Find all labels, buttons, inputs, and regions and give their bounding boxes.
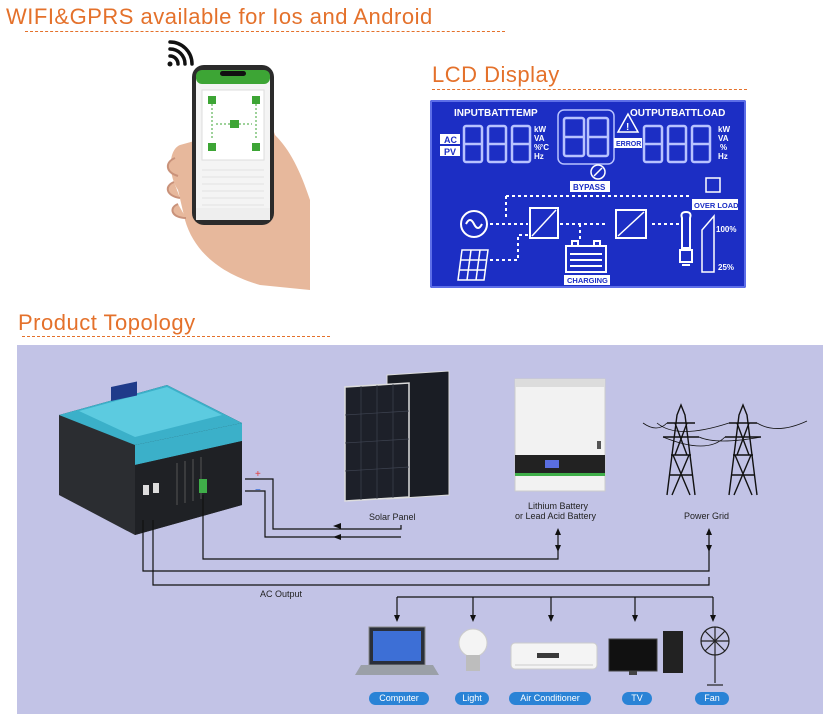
air-conditioner-image bbox=[510, 642, 598, 670]
tv-image bbox=[608, 631, 683, 675]
battery-label-line2: or Lead Acid Battery bbox=[515, 511, 597, 521]
computer-label: Computer bbox=[369, 692, 429, 705]
lcd-input-label: INPUTBATTTEMP bbox=[454, 108, 538, 119]
solar-panel-lcd-icon bbox=[457, 249, 489, 281]
lcd-inverter-1-icon bbox=[529, 207, 559, 239]
ac-source-icon bbox=[460, 210, 488, 238]
battery-label-line1: Lithium Battery bbox=[528, 501, 589, 511]
lcd-left-digits bbox=[462, 124, 532, 164]
lcd-unit-right-kw: kW bbox=[718, 125, 730, 134]
light-label: Light bbox=[455, 692, 489, 705]
air-conditioner-label: Air Conditioner bbox=[509, 692, 591, 705]
wifi-heading-underline bbox=[25, 31, 505, 32]
topology-diagram: + − bbox=[17, 345, 823, 714]
lcd-ac-label: AC bbox=[444, 135, 457, 145]
plus-sign: + bbox=[255, 469, 261, 480]
solar-panel-label: Solar Panel bbox=[369, 512, 416, 522]
warning-icon bbox=[616, 112, 640, 133]
fan-label: Fan bbox=[695, 692, 729, 705]
lcd-error-label: ERROR bbox=[616, 141, 641, 148]
lcd-unit-left-kw: kW bbox=[534, 125, 546, 134]
lcd-unit-left-deg: °C bbox=[540, 143, 549, 152]
svg-text:!: ! bbox=[626, 122, 629, 133]
ac-output-label: AC Output bbox=[260, 589, 303, 599]
computer-image bbox=[355, 626, 439, 675]
wifi-heading: WIFI&GPRS available for Ios and Android bbox=[6, 4, 433, 29]
lcd-heading-underline bbox=[432, 89, 747, 90]
lcd-pv-label: PV bbox=[444, 147, 456, 157]
wifi-icon bbox=[167, 40, 194, 67]
inverter-image bbox=[59, 381, 242, 535]
phone-in-hand-image bbox=[150, 40, 310, 290]
lcd-unit-right-pct: % bbox=[720, 143, 727, 152]
lcd-display-graphic: INPUTBATTTEMP OUTPUTBATTLOAD AC PV kW VA… bbox=[430, 100, 746, 288]
battery-image bbox=[514, 378, 606, 492]
fan-image bbox=[700, 626, 730, 686]
lcd-bulb-icon bbox=[679, 210, 693, 266]
lcd-unit-left-va: VA bbox=[534, 134, 545, 143]
lcd-center-digits bbox=[562, 116, 610, 158]
lcd-charging-label: CHARGING bbox=[567, 276, 608, 285]
wiring-arrows bbox=[333, 523, 716, 622]
power-grid-label: Power Grid bbox=[684, 511, 729, 521]
light-bulb-image bbox=[458, 628, 488, 671]
topology-heading: Product Topology bbox=[18, 310, 196, 335]
lcd-battery-icon bbox=[565, 240, 607, 273]
lcd-unit-left-pct: % bbox=[534, 143, 541, 152]
lcd-heading: LCD Display bbox=[432, 62, 560, 87]
topology-heading-underline bbox=[22, 336, 330, 337]
lcd-unit-left-hz: Hz bbox=[534, 152, 544, 161]
power-grid-image bbox=[642, 403, 808, 496]
lcd-bypass-label: BYPASS bbox=[573, 183, 606, 192]
load-level-bar bbox=[701, 213, 715, 273]
wrench-icon bbox=[590, 164, 606, 180]
mute-icon bbox=[705, 177, 721, 193]
lcd-inverter-2-icon bbox=[615, 209, 647, 239]
lcd-pct-low: 25% bbox=[718, 263, 734, 272]
lcd-overload-label: OVER LOAD bbox=[694, 201, 739, 210]
tv-label: TV bbox=[622, 692, 652, 705]
topology-graphic: + − bbox=[59, 370, 808, 686]
lcd-output-label: OUTPUTBATTLOAD bbox=[630, 108, 725, 119]
lcd-pct-high: 100% bbox=[716, 225, 736, 234]
phone-illustration bbox=[166, 40, 310, 290]
lcd-unit-right-hz: Hz bbox=[718, 152, 728, 161]
lcd-display-panel: INPUTBATTTEMP OUTPUTBATTLOAD AC PV kW VA… bbox=[430, 100, 746, 288]
solar-panel-image bbox=[344, 370, 450, 502]
lcd-right-digits bbox=[642, 124, 712, 164]
lcd-unit-right-va: VA bbox=[718, 134, 729, 143]
